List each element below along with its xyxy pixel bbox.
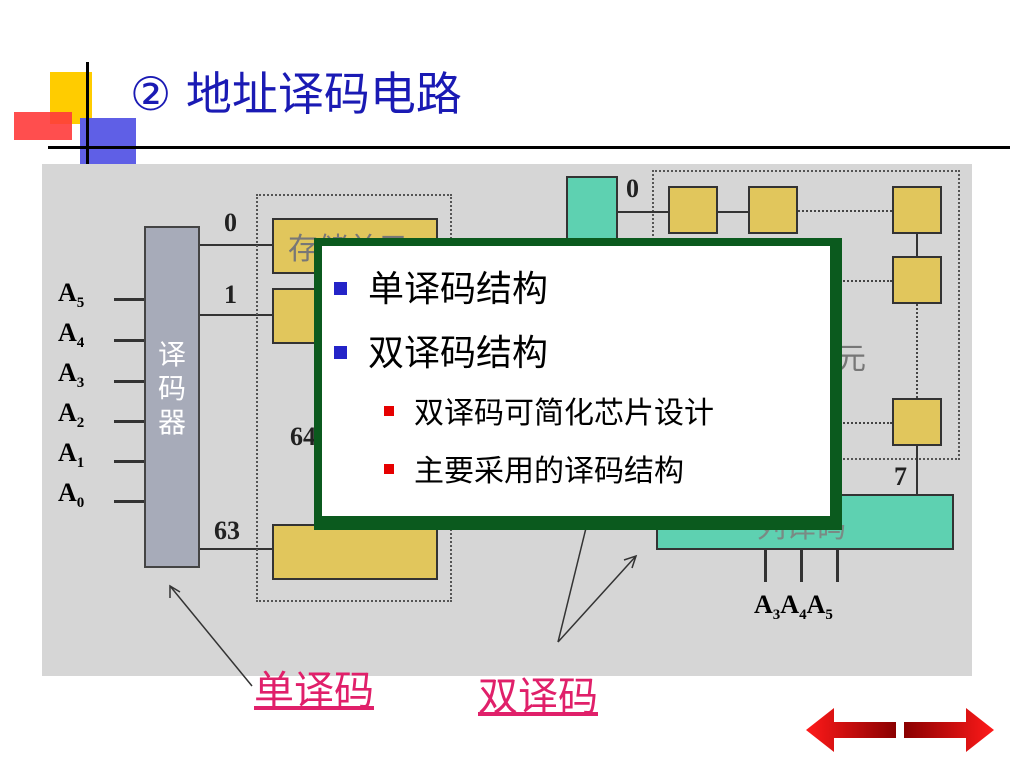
title-decoration-blue bbox=[80, 118, 136, 166]
double-decode-arrow-line-1 bbox=[557, 527, 587, 643]
bullet-square-red bbox=[384, 464, 394, 474]
output-index-1: 1 bbox=[224, 280, 237, 309]
column-dots bbox=[916, 304, 918, 398]
output-line-63 bbox=[200, 548, 274, 550]
address-line-a5 bbox=[114, 298, 144, 301]
slide-title: ② 地址译码电路 bbox=[130, 67, 462, 121]
array-link-0-0 bbox=[718, 211, 748, 213]
popup-panel: 单译码结构 双译码结构 双译码可简化芯片设计 主要采用的译码结构 bbox=[320, 244, 832, 518]
address-line-a3 bbox=[114, 380, 144, 383]
column-input-line-a4 bbox=[800, 550, 803, 582]
output-index-0: 0 bbox=[224, 208, 237, 237]
title-underline bbox=[48, 146, 1010, 149]
array-dots-row-0 bbox=[798, 210, 892, 212]
array-cell-0-1 bbox=[748, 186, 798, 234]
single-decode-arrowhead bbox=[169, 584, 181, 598]
bullet-square-blue bbox=[334, 282, 347, 295]
row-index-0: 0 bbox=[626, 174, 639, 203]
double-decode-arrowhead bbox=[623, 554, 638, 569]
title-decoration-vertical-line bbox=[86, 62, 89, 176]
decoder-block bbox=[144, 226, 200, 568]
array-cell-0-0 bbox=[668, 186, 718, 234]
address-label-bottom-a3: A3 bbox=[754, 590, 781, 624]
column-input-line-a5 bbox=[836, 550, 839, 582]
address-line-a1 bbox=[114, 460, 144, 463]
row-line-0 bbox=[618, 211, 668, 213]
array-dots-row-1 bbox=[836, 280, 892, 282]
output-line-1 bbox=[200, 314, 274, 316]
column-input-line-a3 bbox=[764, 550, 767, 582]
column-line-7 bbox=[916, 446, 918, 496]
popup-item-double-decode: 双译码结构 bbox=[368, 333, 549, 374]
array-cell-0-7 bbox=[892, 186, 942, 234]
popup-subitem-simplify: 双译码可简化芯片设计 bbox=[414, 396, 714, 431]
array-cell-1-7 bbox=[892, 256, 942, 304]
address-label-bottom-a5: A5 bbox=[806, 590, 833, 624]
nav-arrows bbox=[806, 708, 994, 752]
link-double-decode[interactable]: 双译码 bbox=[478, 674, 598, 720]
double-decode-arrow-line-2 bbox=[557, 555, 637, 643]
bullet-square-red bbox=[384, 406, 394, 416]
address-line-a0 bbox=[114, 500, 144, 503]
decoder-label: 译码器 bbox=[150, 338, 194, 440]
address-label-a0: A0 bbox=[58, 478, 85, 512]
output-line-0 bbox=[200, 244, 274, 246]
storage-cell-63 bbox=[272, 524, 438, 580]
address-line-a4 bbox=[114, 339, 144, 342]
address-label-a5: A5 bbox=[58, 278, 85, 312]
arrow-left-icon[interactable] bbox=[806, 708, 896, 752]
array-dots-row-7 bbox=[836, 422, 892, 424]
address-label-a1: A1 bbox=[58, 438, 85, 472]
column-link-top bbox=[916, 234, 918, 256]
single-decode-arrow-line bbox=[169, 585, 253, 687]
column-index-7: 7 bbox=[894, 462, 907, 491]
address-label-a2: A2 bbox=[58, 398, 85, 432]
partial-index-64: 64 bbox=[290, 422, 316, 451]
bullet-square-blue bbox=[334, 346, 347, 359]
arrow-right-icon[interactable] bbox=[904, 708, 994, 752]
column-address-labels: A3A4A5 bbox=[754, 590, 833, 624]
address-label-a4: A4 bbox=[58, 318, 85, 352]
output-index-63: 63 bbox=[214, 516, 240, 545]
link-single-decode[interactable]: 单译码 bbox=[254, 668, 374, 714]
address-label-a3: A3 bbox=[58, 358, 85, 392]
address-line-a2 bbox=[114, 420, 144, 423]
array-cell-7-7 bbox=[892, 398, 942, 446]
popup-subitem-main-structure: 主要采用的译码结构 bbox=[414, 454, 684, 489]
title-decoration-red bbox=[14, 112, 72, 140]
popup-item-single-decode: 单译码结构 bbox=[368, 269, 549, 310]
address-label-bottom-a4: A4 bbox=[780, 590, 807, 624]
decoder-label-text: 译码器 bbox=[157, 338, 186, 439]
